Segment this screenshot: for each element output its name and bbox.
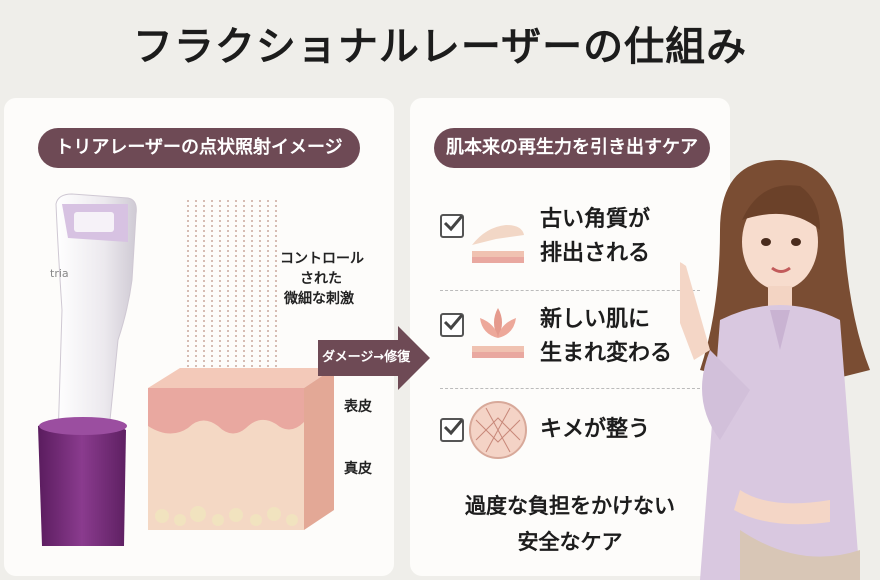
annotation-line-1: コントロール	[280, 251, 364, 267]
feature-2-line-2: 生まれ変わる	[540, 341, 673, 366]
annotation-line-3: 微細な刺激	[284, 291, 354, 307]
device-brand-label: tria	[50, 267, 69, 280]
bottom-message: 過度な負担をかけない 安全なケア	[420, 488, 720, 560]
page-title: フラクショナルレーザーの仕組み	[132, 24, 748, 70]
woman-illustration	[680, 160, 870, 580]
laser-device-illustration	[38, 193, 137, 546]
check-icon	[440, 313, 464, 337]
feature-divider	[440, 388, 700, 389]
hand-over-skin-icon	[472, 225, 524, 263]
dermis-label: 真皮	[344, 461, 372, 477]
feature-2-line-1: 新しい肌に	[540, 307, 651, 332]
damage-repair-arrow	[318, 326, 430, 390]
skin-cross-section-diagram	[148, 200, 334, 530]
annotation-line-2: された	[300, 271, 342, 287]
lotus-skin-icon	[472, 308, 524, 358]
left-panel-header: トリアレーザーの点状照射イメージ	[38, 128, 360, 168]
feature-divider	[440, 290, 700, 291]
damage-repair-label: ダメージ→修復	[322, 350, 411, 365]
feature-1-line-1: 古い角質が	[540, 207, 651, 232]
skin-texture-icon	[469, 401, 527, 459]
epidermis-label: 表皮	[344, 399, 372, 415]
check-icon	[440, 214, 464, 238]
feature-3-line-1: キメが整う	[540, 417, 651, 442]
bottom-message-line-2: 安全なケア	[517, 530, 623, 554]
bottom-message-line-1: 過度な負担をかけない	[465, 494, 675, 518]
check-icon	[440, 418, 464, 442]
right-panel	[410, 98, 730, 576]
right-panel-header: 肌本来の再生力を引き出すケア	[434, 128, 710, 168]
feature-1-line-2: 排出される	[540, 241, 651, 266]
